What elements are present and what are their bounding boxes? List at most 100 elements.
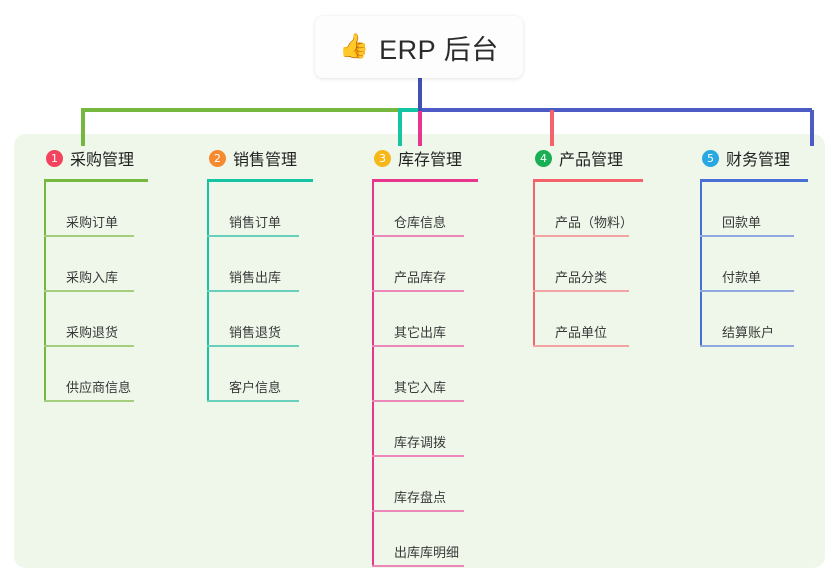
branch-5: 回款单付款单结算账户 bbox=[700, 182, 808, 347]
leaf-underline bbox=[372, 455, 464, 457]
root-trunk-connector bbox=[418, 72, 422, 111]
column-badge-5: 5 bbox=[702, 149, 719, 167]
column-underline-1 bbox=[44, 179, 148, 182]
branch-1: 采购订单采购入库采购退货供应商信息 bbox=[44, 182, 148, 402]
leaf-label: 产品（物料） bbox=[555, 215, 634, 230]
root-node-card[interactable]: 👍 ERP 后台 bbox=[315, 16, 523, 78]
leaf-label: 采购订单 bbox=[66, 215, 119, 230]
leaf-label: 销售出库 bbox=[229, 270, 282, 285]
leaf-underline bbox=[372, 235, 464, 237]
leaf-node[interactable]: 产品单位 bbox=[533, 292, 643, 347]
leaf-label: 其它入库 bbox=[394, 380, 447, 395]
connector-stub-3 bbox=[418, 110, 422, 146]
leaf-label: 产品库存 bbox=[394, 270, 447, 285]
leaf-node[interactable]: 付款单 bbox=[700, 237, 808, 292]
leaf-underline bbox=[372, 510, 464, 512]
column-title-5: 财务管理 bbox=[726, 152, 791, 169]
leaf-underline bbox=[44, 235, 134, 237]
column-header-5[interactable]: 5 财务管理 bbox=[700, 146, 808, 170]
branch-3: 仓库信息产品库存其它出库其它入库库存调拨库存盘点出库库明细 bbox=[372, 182, 478, 567]
column-5: 5 财务管理回款单付款单结算账户 bbox=[700, 146, 808, 347]
leaf-label: 采购入库 bbox=[66, 270, 119, 285]
leaf-node[interactable]: 结算账户 bbox=[700, 292, 808, 347]
leaf-node[interactable]: 产品库存 bbox=[372, 237, 478, 292]
leaf-label: 结算账户 bbox=[722, 325, 775, 340]
leaf-underline bbox=[44, 290, 134, 292]
connector-bar-blue bbox=[418, 108, 812, 112]
leaf-underline bbox=[533, 290, 629, 292]
column-title-2: 销售管理 bbox=[233, 152, 298, 169]
leaf-underline bbox=[533, 345, 629, 347]
column-header-4[interactable]: 4 产品管理 bbox=[533, 146, 643, 170]
column-1: 1 采购管理采购订单采购入库采购退货供应商信息 bbox=[44, 146, 148, 402]
leaf-node[interactable]: 仓库信息 bbox=[372, 182, 478, 237]
leaf-node[interactable]: 回款单 bbox=[700, 182, 808, 237]
leaf-underline bbox=[372, 565, 464, 567]
leaf-underline bbox=[207, 235, 299, 237]
column-header-1[interactable]: 1 采购管理 bbox=[44, 146, 148, 170]
leaf-underline bbox=[207, 400, 299, 402]
leaf-label: 其它出库 bbox=[394, 325, 447, 340]
leaf-label: 出库库明细 bbox=[394, 545, 460, 560]
column-4: 4 产品管理产品（物料） 产品分类产品单位 bbox=[533, 146, 643, 347]
leaf-node[interactable]: 采购退货 bbox=[44, 292, 148, 347]
leaf-label: 供应商信息 bbox=[66, 380, 132, 395]
leaf-node[interactable]: 销售出库 bbox=[207, 237, 313, 292]
column-title-4: 产品管理 bbox=[559, 152, 624, 169]
leaf-underline bbox=[700, 345, 794, 347]
leaf-node[interactable]: 库存调拨 bbox=[372, 402, 478, 457]
leaf-node[interactable]: 产品分类 bbox=[533, 237, 643, 292]
leaf-underline bbox=[700, 290, 794, 292]
leaf-underline bbox=[207, 345, 299, 347]
thumbs-up-icon: 👍 bbox=[339, 33, 370, 60]
column-underline-3 bbox=[372, 179, 478, 182]
leaf-underline bbox=[44, 400, 134, 402]
branch-spine-3 bbox=[372, 182, 374, 567]
page-title: ERP 后台 bbox=[379, 34, 499, 65]
column-header-3[interactable]: 3 库存管理 bbox=[372, 146, 478, 170]
connector-bar-green bbox=[81, 108, 400, 112]
leaf-node[interactable]: 库存盘点 bbox=[372, 457, 478, 512]
leaf-node[interactable]: 采购入库 bbox=[44, 237, 148, 292]
column-underline-4 bbox=[533, 179, 643, 182]
column-underline-2 bbox=[207, 179, 313, 182]
leaf-node[interactable]: 销售退货 bbox=[207, 292, 313, 347]
leaf-label: 销售退货 bbox=[229, 325, 282, 340]
leaf-label: 仓库信息 bbox=[394, 215, 447, 230]
connector-stub-2 bbox=[398, 110, 402, 146]
leaf-label: 采购退货 bbox=[66, 325, 119, 340]
leaf-node[interactable]: 客户信息 bbox=[207, 347, 313, 402]
leaf-node[interactable]: 产品（物料） bbox=[533, 182, 643, 237]
leaf-node[interactable]: 销售订单 bbox=[207, 182, 313, 237]
column-badge-1: 1 bbox=[46, 149, 63, 167]
leaf-underline bbox=[372, 400, 464, 402]
leaf-label: 库存调拨 bbox=[394, 435, 447, 450]
column-badge-3: 3 bbox=[374, 149, 391, 167]
column-title-1: 采购管理 bbox=[70, 152, 135, 169]
leaf-underline bbox=[372, 290, 464, 292]
leaf-node[interactable]: 供应商信息 bbox=[44, 347, 148, 402]
connector-stub-5 bbox=[810, 110, 814, 146]
leaf-underline bbox=[533, 235, 629, 237]
connector-stub-4 bbox=[550, 110, 554, 146]
leaf-node[interactable]: 采购订单 bbox=[44, 182, 148, 237]
leaf-node[interactable]: 其它入库 bbox=[372, 347, 478, 402]
column-underline-5 bbox=[700, 179, 808, 182]
column-badge-4: 4 bbox=[535, 149, 552, 167]
leaf-node[interactable]: 出库库明细 bbox=[372, 512, 478, 567]
leaf-underline bbox=[207, 290, 299, 292]
leaf-label: 客户信息 bbox=[229, 380, 282, 395]
branch-2: 销售订单销售出库销售退货客户信息 bbox=[207, 182, 313, 402]
leaf-underline bbox=[700, 235, 794, 237]
leaf-label: 回款单 bbox=[722, 215, 762, 230]
leaf-node[interactable]: 其它出库 bbox=[372, 292, 478, 347]
leaf-underline bbox=[44, 345, 134, 347]
leaf-label: 销售订单 bbox=[229, 215, 282, 230]
column-3: 3 库存管理仓库信息产品库存其它出库其它入库库存调拨库存盘点出库库明细 bbox=[372, 146, 478, 567]
column-title-3: 库存管理 bbox=[398, 152, 463, 169]
branch-spine-1 bbox=[44, 182, 46, 402]
content-panel bbox=[14, 134, 825, 568]
